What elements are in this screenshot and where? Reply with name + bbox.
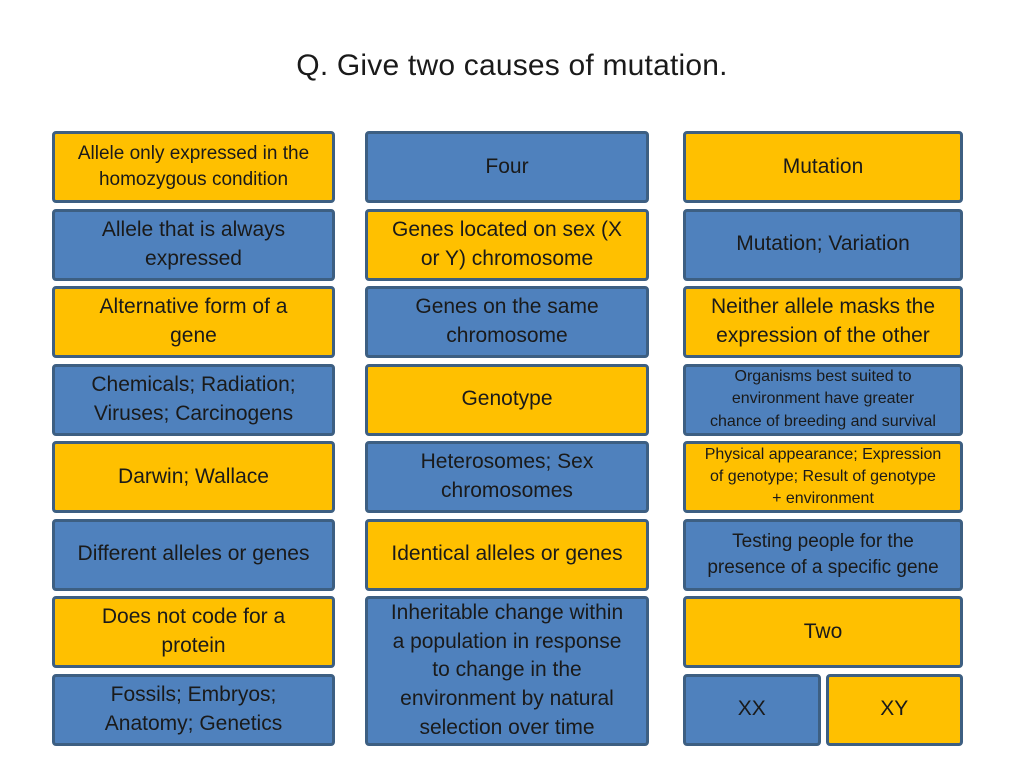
card-right-3: Organisms best suited to environment hav… — [683, 363, 963, 436]
card-right-5: Testing people for the presence of a spe… — [683, 518, 963, 591]
card-left-2: Alternative form of a gene — [52, 286, 335, 358]
card-middle-5: Identical alleles or genes — [365, 518, 649, 591]
card-right-7-0: XX — [683, 673, 821, 746]
card-left-5: Different alleles or genes — [52, 518, 335, 591]
card-right-6: Two — [683, 596, 963, 668]
card-left-0: Allele only expressed in the homozygous … — [52, 131, 335, 203]
card-middle-4: Heterosomes; Sex chromosomes — [365, 441, 649, 513]
card-left-3: Chemicals; Radiation; Viruses; Carcinoge… — [52, 363, 335, 436]
card-middle-6: Inheritable change within a population i… — [365, 596, 649, 746]
card-middle-3: Genotype — [365, 363, 649, 436]
card-middle-1: Genes located on sex (X or Y) chromosome — [365, 208, 649, 281]
card-left-1: Allele that is always expressed — [52, 208, 335, 281]
card-left-7: Fossils; Embryos; Anatomy; Genetics — [52, 673, 335, 746]
card-middle-2: Genes on the same chromosome — [365, 286, 649, 358]
slide-title: Q. Give two causes of mutation. — [296, 49, 728, 82]
card-right-4: Physical appearance; Expression of genot… — [683, 441, 963, 513]
card-right-0: Mutation — [683, 131, 963, 203]
card-left-4: Darwin; Wallace — [52, 441, 335, 513]
card-right-1: Mutation; Variation — [683, 208, 963, 281]
card-left-6: Does not code for a protein — [52, 596, 335, 668]
column-left: Allele only expressed in the homozygous … — [52, 131, 335, 746]
card-right-2: Neither allele masks the expression of t… — [683, 286, 963, 358]
card-middle-0: Four — [365, 131, 649, 203]
card-right-7-1: XY — [825, 673, 963, 746]
